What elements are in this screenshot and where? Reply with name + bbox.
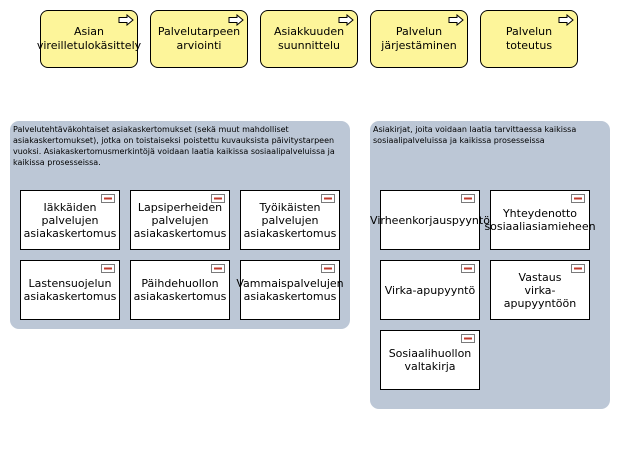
document-card-assistance-request[interactable]: Virka-apupyyntö xyxy=(380,260,480,320)
record-card-label: Vammaispalvelujen asiakaskertomus xyxy=(236,277,344,303)
collapse-icon xyxy=(211,264,225,273)
record-card-substance-abuse[interactable]: Päihdehuollon asiakaskertomus xyxy=(130,260,230,320)
collapse-icon xyxy=(101,264,115,273)
process-step-planning[interactable]: Asiakkuuden suunnittelu xyxy=(260,10,358,68)
process-step-label: Asiakkuuden suunnittelu xyxy=(273,25,345,52)
collapse-icon xyxy=(571,194,585,203)
process-step-label: Palvelun järjestäminen xyxy=(381,25,457,52)
group-optional-documents-description: Asiakirjat, joita voidaan laatia tarvitt… xyxy=(373,125,577,145)
process-step-arrangement[interactable]: Palvelun järjestäminen xyxy=(370,10,468,68)
collapse-icon xyxy=(461,264,475,273)
collapse-icon xyxy=(211,194,225,203)
collapse-icon xyxy=(571,264,585,273)
record-card-label: Päihdehuollon asiakaskertomus xyxy=(133,277,227,303)
document-card-label: Sosiaalihuollon valtakirja xyxy=(388,347,472,373)
document-card-assistance-response[interactable]: Vastaus virka-apupyyntöön xyxy=(490,260,590,320)
record-card-elderly[interactable]: Iäkkäiden palvelujen asiakaskertomus xyxy=(20,190,120,250)
collapse-icon xyxy=(461,334,475,343)
process-arrow-icon xyxy=(558,14,574,26)
process-step-label: Palvelun toteutus xyxy=(505,25,553,52)
record-card-disability[interactable]: Vammaispalvelujen asiakaskertomus xyxy=(236,260,344,320)
process-step-label: Asian vireilletulokäsittely xyxy=(36,25,142,52)
record-card-label: Lapsiperheiden palvelujen asiakaskertomu… xyxy=(133,200,227,240)
collapse-icon xyxy=(321,194,335,203)
collapse-icon xyxy=(461,194,475,203)
collapse-icon xyxy=(321,264,335,273)
process-step-intake[interactable]: Asian vireilletulokäsittely xyxy=(36,10,142,68)
record-card-working-age[interactable]: Työikäisten palvelujen asiakaskertomus xyxy=(240,190,340,250)
record-card-label: Lastensuojelun asiakaskertomus xyxy=(23,277,117,303)
document-card-correction-request[interactable]: Virheenkorjauspyyntö xyxy=(370,190,490,250)
group-client-records-description: Palvelutehtäväkohtaiset asiakaskertomuks… xyxy=(13,125,335,167)
document-card-label: Virheenkorjauspyyntö xyxy=(370,213,490,227)
process-arrow-icon xyxy=(118,14,134,26)
process-step-assessment[interactable]: Palvelutarpeen arviointi xyxy=(150,10,248,68)
record-card-label: Iäkkäiden palvelujen asiakaskertomus xyxy=(23,200,117,240)
process-step-delivery[interactable]: Palvelun toteutus xyxy=(480,10,578,68)
document-card-ombudsman-contact[interactable]: Yhteydenotto sosiaaliasiamieheen xyxy=(484,190,596,250)
record-card-child-protection[interactable]: Lastensuojelun asiakaskertomus xyxy=(20,260,120,320)
document-card-label: Vastaus virka-apupyyntöön xyxy=(503,270,577,310)
record-card-label: Työikäisten palvelujen asiakaskertomus xyxy=(243,200,337,240)
process-arrow-icon xyxy=(448,14,464,26)
record-card-families[interactable]: Lapsiperheiden palvelujen asiakaskertomu… xyxy=(130,190,230,250)
document-card-label: Virka-apupyyntö xyxy=(384,283,476,297)
document-card-power-of-attorney[interactable]: Sosiaalihuollon valtakirja xyxy=(380,330,480,390)
process-step-label: Palvelutarpeen arviointi xyxy=(157,25,241,52)
collapse-icon xyxy=(101,194,115,203)
process-arrow-icon xyxy=(338,14,354,26)
document-card-label: Yhteydenotto sosiaaliasiamieheen xyxy=(484,207,596,233)
process-arrow-icon xyxy=(228,14,244,26)
